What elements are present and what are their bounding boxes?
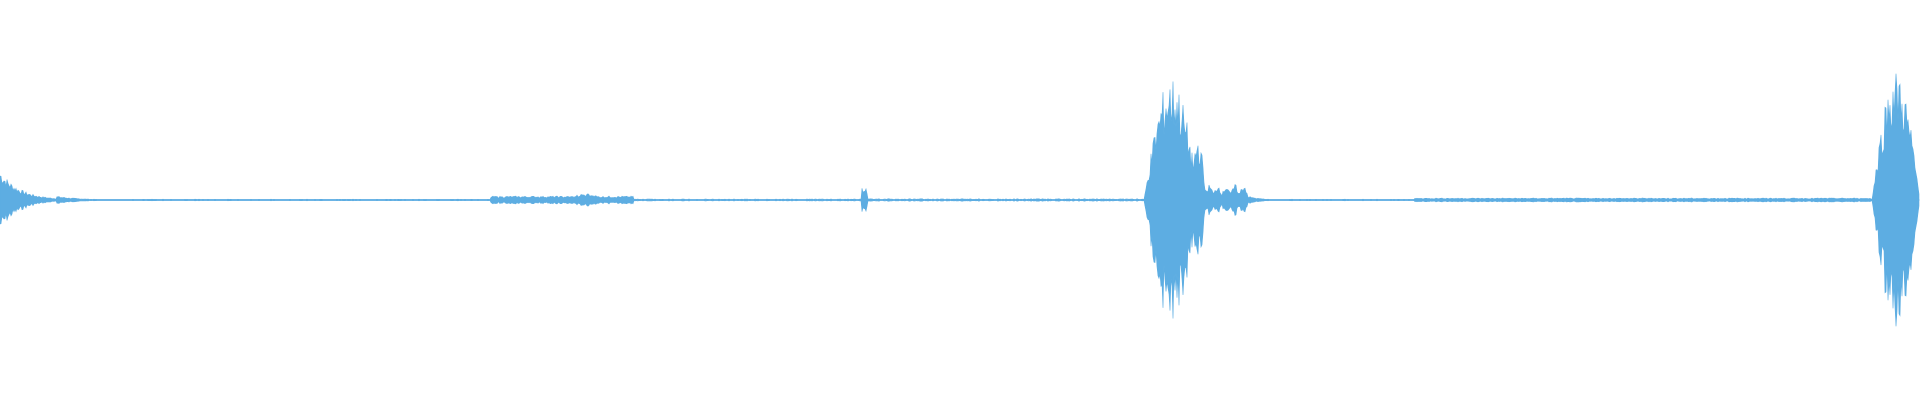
waveform-signal bbox=[0, 73, 1920, 327]
